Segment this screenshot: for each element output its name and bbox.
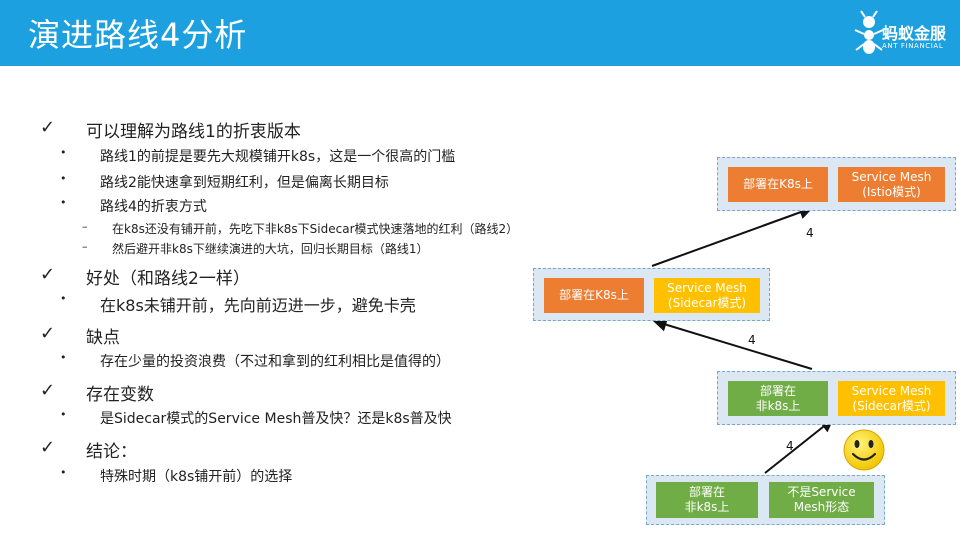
box-label: Service Mesh [851, 383, 932, 398]
box-label: Mesh形态 [793, 500, 850, 514]
check-icon: ✓ [40, 323, 56, 344]
stage-nonk8s-no-mesh: 部署在 非k8s上 不是Service Mesh形态 [646, 475, 885, 525]
check-icon: ✓ [40, 380, 56, 401]
bullet-text: 好处（和路线2一样） [86, 269, 250, 289]
smiley-face-icon [843, 429, 885, 471]
arrow-g2-to-g1 [651, 205, 814, 267]
box-label: 部署在K8s上 [559, 288, 629, 302]
bullet-icon: • [60, 292, 67, 305]
box-label: 非k8s上 [755, 398, 801, 413]
stage-nonk8s-sidecar: 部署在 非k8s上 Service Mesh (Sidecar模式) [717, 371, 956, 425]
dash-icon: – [82, 220, 88, 233]
bullet-icon: • [60, 196, 67, 209]
deploy-box: 部署在K8s上 [544, 278, 644, 313]
dash-icon: – [82, 240, 88, 253]
mesh-box: 不是Service Mesh形态 [769, 482, 874, 518]
deploy-box: 部署在 非k8s上 [728, 381, 828, 416]
check-icon: ✓ [40, 117, 56, 138]
stage-k8s-istio: 部署在K8s上 Service Mesh (Istio模式) [717, 157, 956, 211]
bullet-text: 存在少量的投资浪费（不过和拿到的红利相比是值得的） [100, 354, 450, 370]
bullet-icon: • [60, 466, 67, 479]
arrow-label: 4 [748, 333, 756, 347]
bullet-text: 路线2能快速拿到短期红利，但是偏离长期目标 [100, 175, 389, 191]
bullet-text: 然后避开非k8s下继续演进的大坑，回归长期目标（路线1） [112, 242, 429, 256]
box-label: 不是Service [787, 485, 856, 499]
logo-text-cn: 蚂蚁金服 [882, 24, 947, 43]
bullet-icon: • [60, 172, 67, 185]
bullet-text: 在k8s还没有铺开前，先吃下非k8s下Sidecar模式快速落地的红利（路线2） [112, 222, 519, 236]
check-icon: ✓ [40, 264, 56, 285]
title-bar: 演进路线4分析 蚂蚁金服 ANT FINANCIAL [0, 0, 960, 66]
bullet-text: 可以理解为路线1的折衷版本 [86, 122, 301, 142]
bullet-text: 路线1的前提是要先大规模铺开k8s，这是一个很高的门槛 [100, 149, 456, 165]
box-label: 部署在 [759, 383, 796, 398]
box-label: Service Mesh [851, 169, 932, 184]
logo-text-en: ANT FINANCIAL [882, 42, 944, 50]
arrow-label: 4 [786, 439, 794, 453]
bullet-text: 路线4的折衷方式 [100, 199, 207, 215]
box-label: Service Mesh [667, 280, 747, 295]
box-label: (Sidecar模式) [852, 398, 931, 413]
arrow-label: 4 [806, 226, 814, 240]
deploy-box: 部署在 非k8s上 [656, 482, 758, 518]
box-label: 部署在K8s上 [743, 177, 813, 191]
bullet-icon: • [60, 408, 67, 421]
bullet-text: 在k8s未铺开前，先向前迈进一步，避免卡壳 [100, 296, 416, 315]
bullet-icon: • [60, 351, 67, 364]
page-title: 演进路线4分析 [28, 16, 248, 54]
bullet-text: 是Sidecar模式的Service Mesh普及快？还是k8s普及快 [100, 411, 452, 427]
box-label: (Sidecar模式) [667, 295, 747, 310]
box-label: 部署在 [688, 485, 725, 499]
arrow-g3-to-g2 [652, 317, 813, 370]
mesh-box: Service Mesh (Sidecar模式) [654, 278, 760, 313]
deploy-box: 部署在K8s上 [728, 167, 828, 202]
ant-financial-logo: 蚂蚁金服 ANT FINANCIAL [852, 10, 952, 60]
box-label: (Istio模式) [862, 184, 921, 199]
stage-k8s-sidecar: 部署在K8s上 Service Mesh (Sidecar模式) [533, 268, 770, 321]
bullet-text: 结论： [86, 442, 137, 462]
check-icon: ✓ [40, 437, 56, 458]
mesh-box: Service Mesh (Istio模式) [838, 167, 945, 202]
box-label: 非k8s上 [684, 500, 730, 514]
ant-icon [854, 10, 884, 54]
bullet-text: 缺点 [86, 328, 120, 348]
arrow-g4-to-g3 [764, 418, 835, 474]
mesh-box: Service Mesh (Sidecar模式) [838, 381, 945, 416]
bullet-icon: • [60, 146, 67, 159]
bullet-text: 存在变数 [86, 385, 154, 405]
bullet-text: 特殊时期（k8s铺开前）的选择 [100, 469, 293, 485]
